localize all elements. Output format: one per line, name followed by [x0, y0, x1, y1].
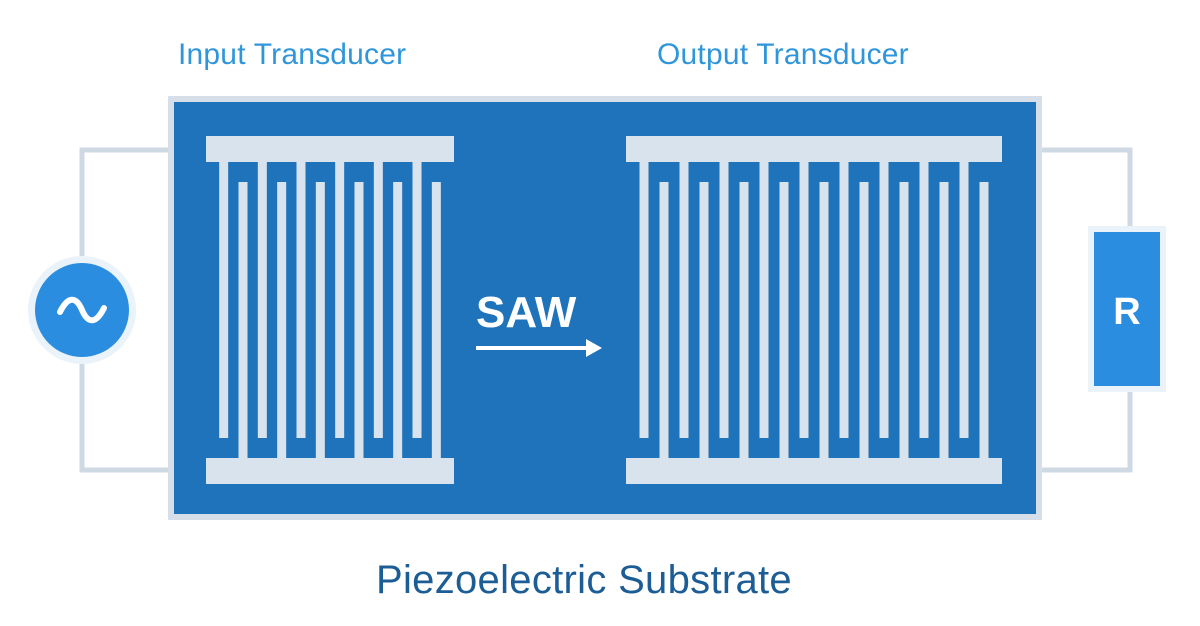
saw-label: SAW: [476, 288, 577, 337]
electrode-finger-bottom: [699, 182, 709, 458]
electrode-finger-bottom: [819, 182, 829, 458]
electrode-finger-bottom: [659, 182, 669, 458]
electrode-finger-top: [639, 162, 649, 438]
bus-bar-top: [626, 136, 1002, 162]
electrode-finger-top: [373, 162, 383, 438]
resistor-icon: [1088, 226, 1166, 392]
electrode-finger-top: [719, 162, 729, 438]
electrode-finger-bottom: [779, 182, 789, 458]
electrode-finger-bottom: [899, 182, 909, 458]
electrode-finger-bottom: [979, 182, 989, 458]
electrode-finger-bottom: [315, 182, 325, 458]
input-transducer-label: Input Transducer: [178, 38, 407, 71]
output-transducer-label: Output Transducer: [657, 38, 909, 71]
electrode-finger-top: [679, 162, 689, 438]
input-transducer-idt: [206, 136, 454, 484]
electrode-finger-bottom: [238, 182, 248, 458]
output-transducer-idt: [626, 136, 1002, 484]
electrode-finger-top: [759, 162, 769, 438]
circuit-wires: [79, 147, 1133, 473]
electrode-finger-bottom: [393, 182, 403, 458]
electrode-finger-bottom: [354, 182, 364, 458]
bus-bar-top: [206, 136, 454, 162]
electrode-finger-top: [799, 162, 809, 438]
substrate-label: Piezoelectric Substrate: [376, 558, 792, 602]
electrode-finger-bottom: [939, 182, 949, 458]
resistor-label: R: [1113, 291, 1141, 333]
electrode-finger-bottom: [431, 182, 441, 458]
electrode-finger-top: [257, 162, 267, 438]
electrode-finger-top: [296, 162, 306, 438]
bus-bar-bottom: [626, 458, 1002, 484]
electrode-finger-top: [959, 162, 969, 438]
wire-source-bottom: [79, 364, 208, 473]
electrode-finger-top: [335, 162, 345, 438]
wire-resistor-top: [1000, 147, 1133, 232]
electrode-finger-top: [919, 162, 929, 438]
ac-source-icon: [28, 256, 136, 364]
electrode-finger-top: [879, 162, 889, 438]
electrode-finger-top: [412, 162, 422, 438]
electrode-finger-bottom: [277, 182, 287, 458]
electrode-finger-bottom: [739, 182, 749, 458]
wire-resistor-bottom: [1000, 386, 1133, 473]
electrode-finger-bottom: [859, 182, 869, 458]
electrode-finger-top: [839, 162, 849, 438]
electrode-finger-top: [219, 162, 229, 438]
arrow-right-icon: [476, 339, 602, 357]
wire-source-top: [79, 147, 208, 256]
bus-bar-bottom: [206, 458, 454, 484]
